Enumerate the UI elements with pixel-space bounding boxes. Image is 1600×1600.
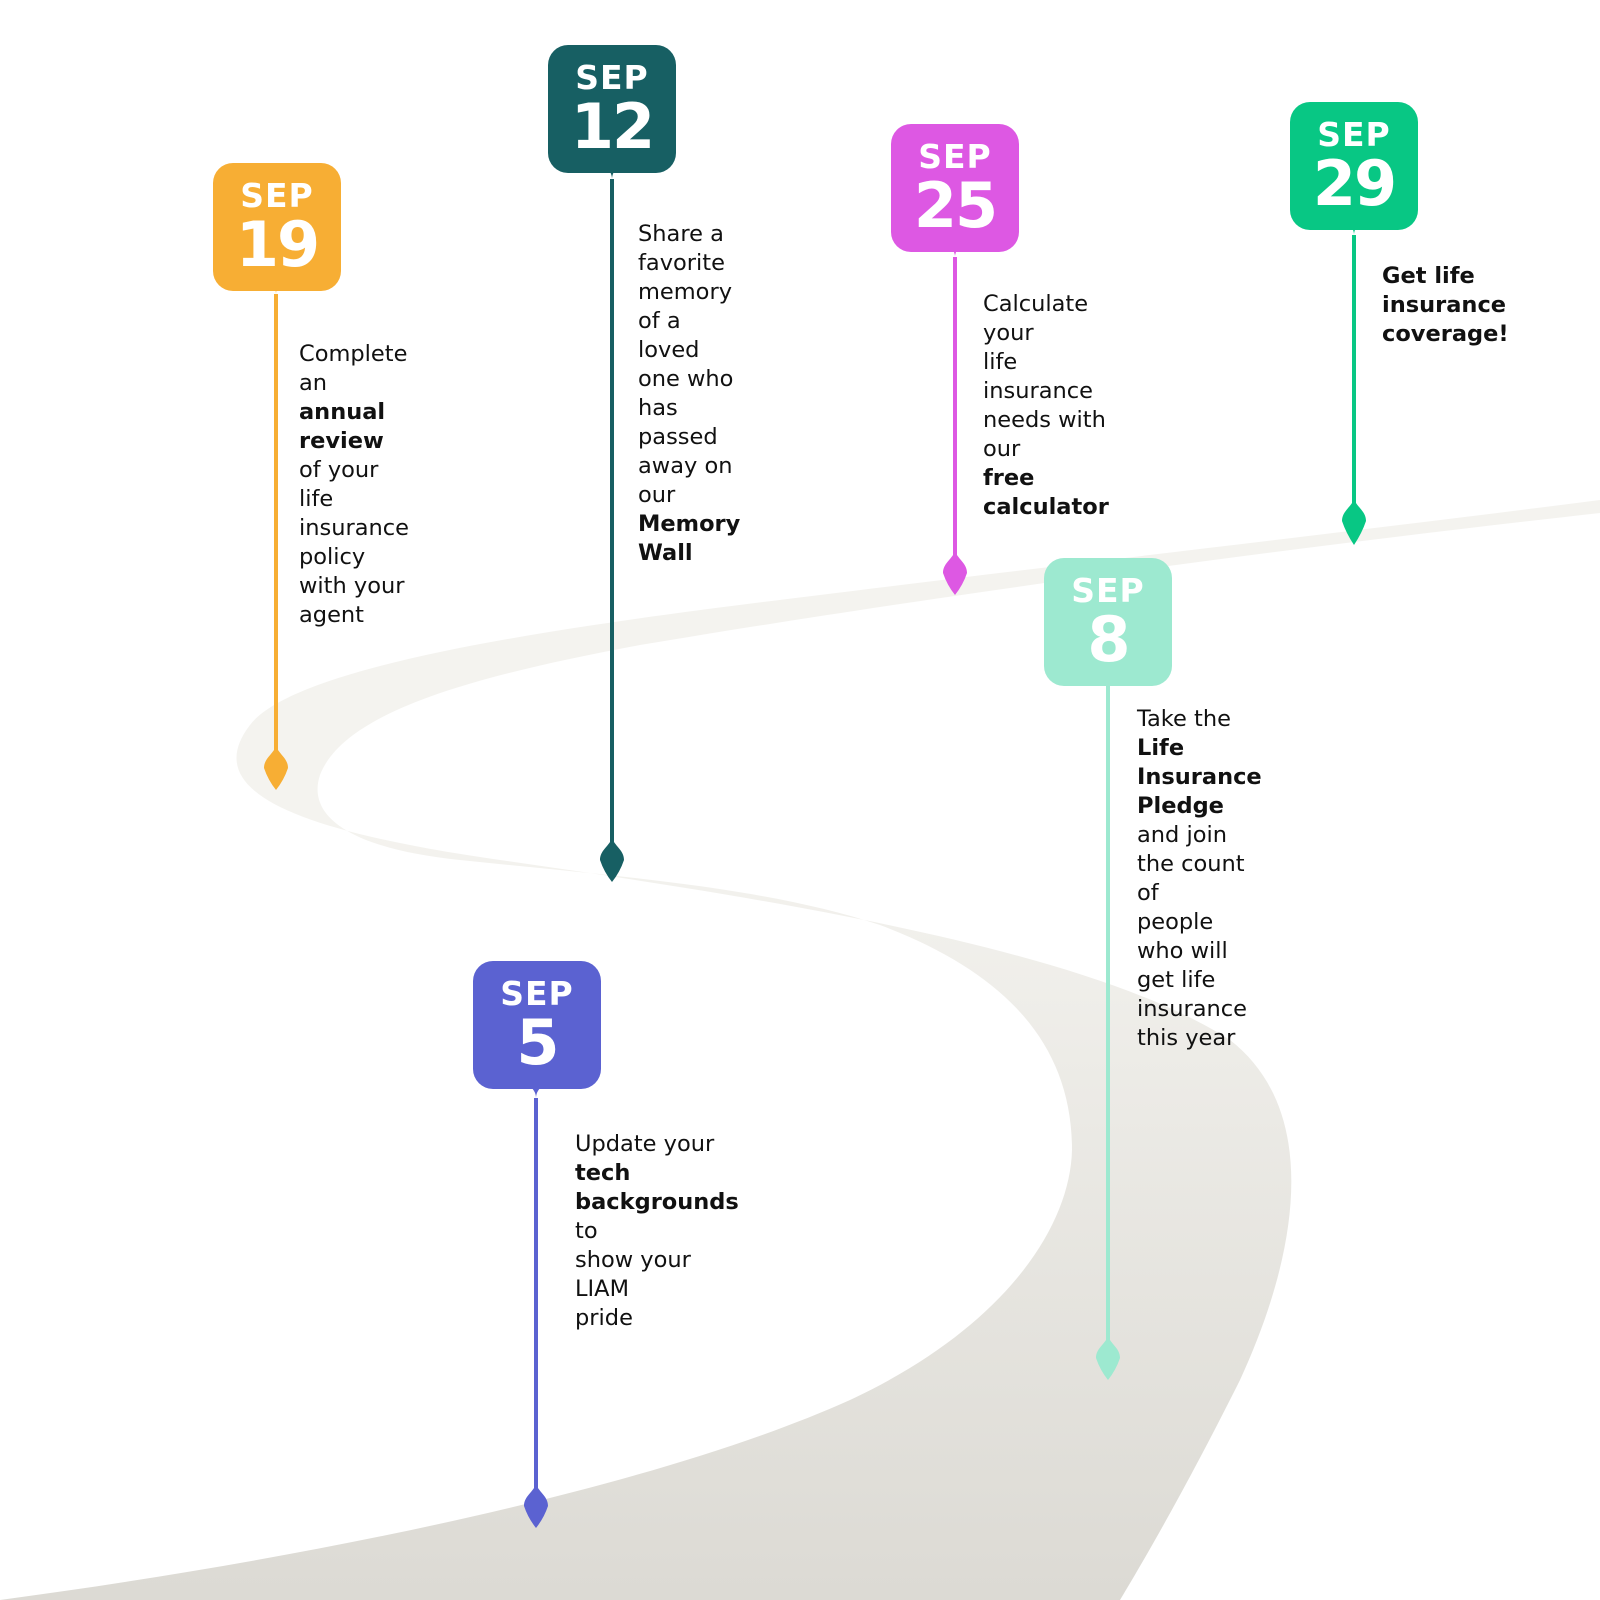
description-segment: memory of a	[638, 279, 733, 334]
milestone-description: Get life insurance coverage!	[1382, 262, 1509, 349]
description-segment: Complete an	[299, 341, 408, 396]
description-segment: of your life	[299, 457, 379, 512]
badge-month: SEP	[575, 58, 649, 97]
badge-day: 12	[570, 90, 655, 163]
date-badge-sep-29: SEP 29	[1290, 102, 1418, 230]
description-segment: coverage!	[1382, 321, 1509, 347]
pin-stem-sep-8	[1096, 668, 1120, 1380]
date-badge-sep-8: SEP 8	[1044, 558, 1172, 686]
description-segment: away on our	[638, 453, 733, 508]
description-segment: has passed	[638, 395, 718, 450]
description-segment: life insurance	[983, 349, 1094, 404]
badge-month: SEP	[1317, 115, 1391, 154]
description-segment: and join	[1137, 822, 1228, 848]
description-segment: insurance policy	[299, 515, 410, 570]
description-segment: with your agent	[299, 573, 405, 628]
description-segment: get life insurance	[1137, 967, 1248, 1022]
pin-stem-sep-12	[600, 165, 624, 882]
description-segment: Life	[1137, 735, 1185, 761]
description-segment: Share a favorite	[638, 221, 725, 276]
description-segment: insurance	[1382, 292, 1507, 318]
badge-day: 29	[1312, 147, 1397, 220]
description-segment: backgrounds	[575, 1189, 739, 1215]
description-segment: Update your	[575, 1131, 715, 1157]
badge-month: SEP	[918, 137, 992, 176]
description-segment: Get life	[1382, 263, 1475, 289]
description-segment: to	[575, 1218, 598, 1244]
pin-stem-sep-19	[264, 280, 288, 790]
date-badge-sep-12: SEP 12	[548, 45, 676, 173]
badge-month: SEP	[1071, 571, 1145, 610]
description-segment: people who will	[1137, 909, 1228, 964]
date-badge-sep-19: SEP 19	[213, 163, 341, 291]
badge-day: 19	[235, 208, 320, 281]
description-segment: Insurance	[1137, 764, 1262, 790]
description-segment: Calculate your	[983, 291, 1089, 346]
badge-month: SEP	[240, 176, 314, 215]
badge-day: 5	[516, 1006, 559, 1079]
description-segment: the count of	[1137, 851, 1245, 906]
description-segment: Pledge	[1137, 793, 1224, 819]
description-segment: show your LIAM	[575, 1247, 691, 1302]
description-segment: pride	[575, 1305, 633, 1331]
description-segment: Take the	[1137, 706, 1231, 732]
description-segment: annual review	[299, 399, 386, 454]
description-segment: Memory Wall	[638, 511, 741, 566]
description-segment: needs with our	[983, 407, 1106, 462]
description-segment: loved one who	[638, 337, 734, 392]
pin-stem-sep-5	[524, 1084, 548, 1528]
date-badge-sep-5: SEP 5	[473, 961, 601, 1089]
badge-month: SEP	[500, 974, 574, 1013]
description-segment: tech	[575, 1160, 631, 1186]
description-segment: free calculator	[983, 465, 1109, 520]
badge-day: 25	[913, 169, 998, 242]
road-shape	[0, 500, 1600, 1600]
milestone-description: Update your tech backgrounds to show your …	[575, 1130, 739, 1333]
pin-stem-sep-29	[1342, 221, 1366, 545]
description-segment: this year	[1137, 1025, 1236, 1051]
badge-day: 8	[1087, 603, 1130, 676]
pin-stem-sep-25	[943, 243, 967, 595]
date-badge-sep-25: SEP 25	[891, 124, 1019, 252]
